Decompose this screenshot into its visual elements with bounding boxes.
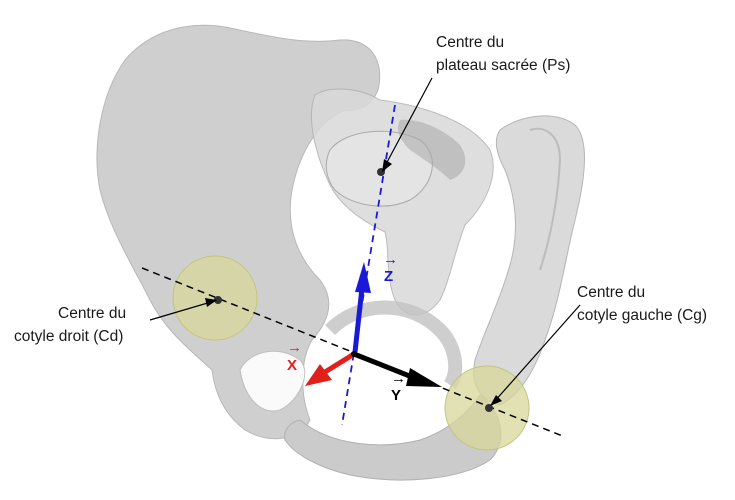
y-axis-label: Y — [391, 387, 401, 404]
x-axis-label-arrow: → — [287, 339, 302, 356]
right-acetabulum-label-line2: cotyle droit (Cd) — [14, 328, 123, 345]
y-axis-arrowhead — [406, 368, 442, 387]
x-axis-label: X — [287, 357, 297, 374]
z-axis-arrow — [355, 288, 362, 352]
sacral-label-line2: plateau sacrée (Ps) — [436, 57, 570, 74]
right-ilium — [97, 25, 380, 438]
sacral-label-line1: Centre du — [436, 34, 504, 51]
x-axis-arrow — [325, 354, 354, 372]
z-axis-arrowhead — [355, 262, 371, 293]
left-acetabulum-label-line1: Centre du — [577, 284, 645, 301]
y-axis-label-arrow: → — [391, 370, 406, 387]
origin-point — [351, 351, 357, 357]
left-acetabulum-label-line2: cotyle gauche (Cg) — [577, 307, 707, 324]
z-axis-label-arrow: → — [383, 251, 398, 268]
z-axis-label: Z — [384, 268, 393, 285]
right-acetabulum-label-line1: Centre du — [58, 305, 126, 322]
